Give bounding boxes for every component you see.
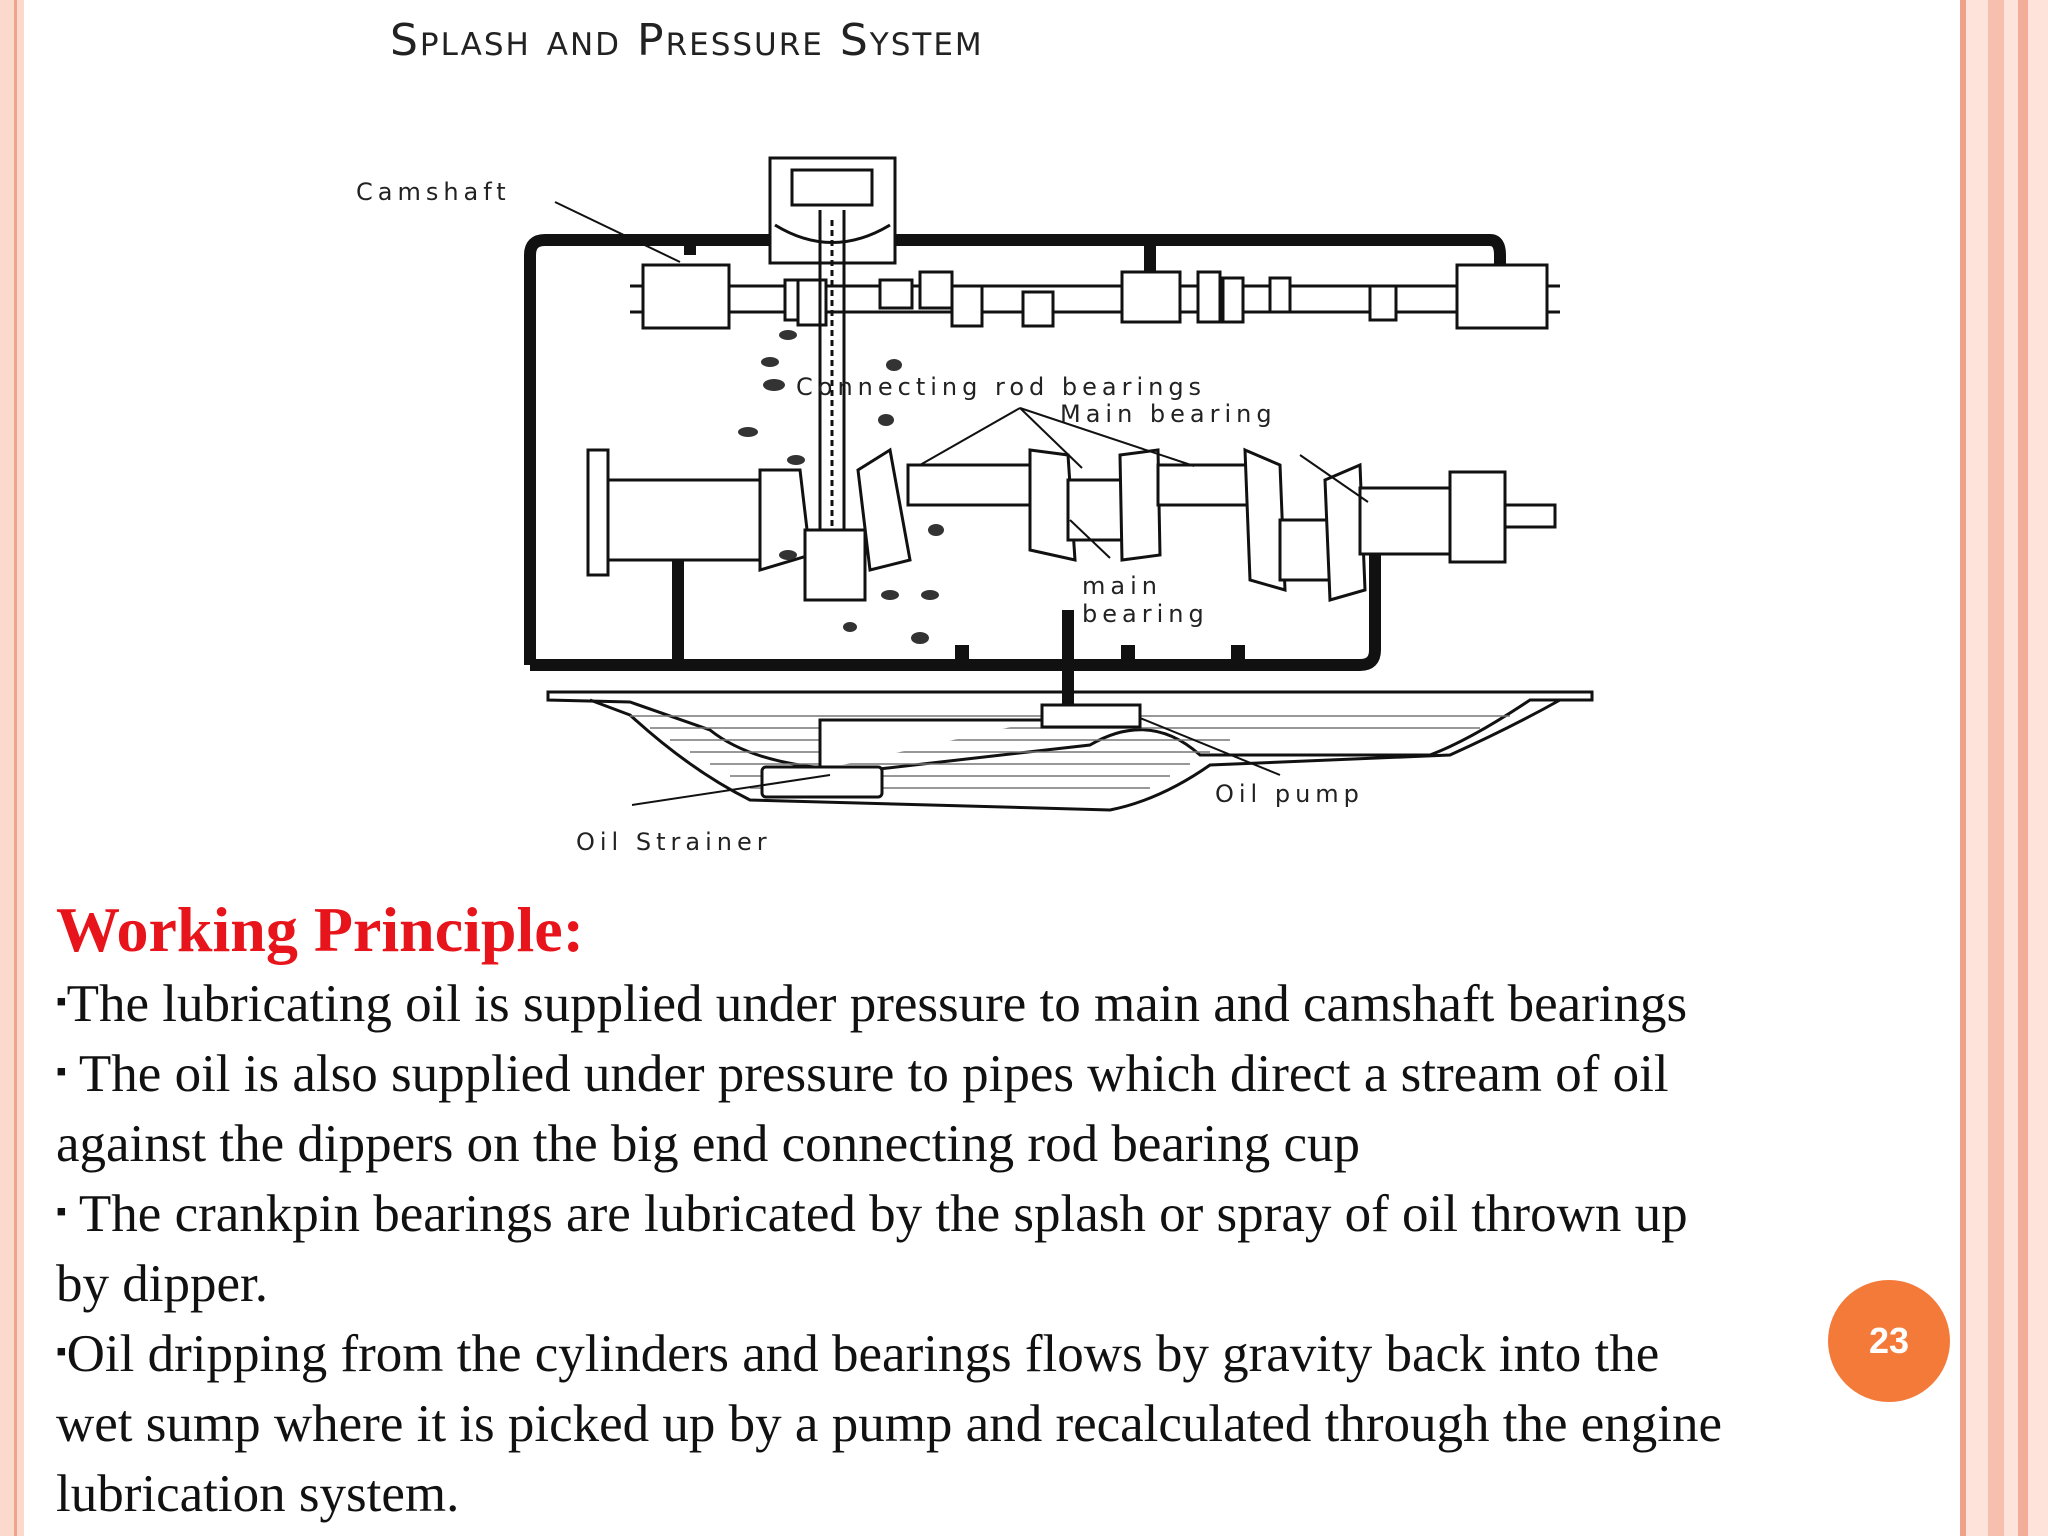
camshaft (630, 263, 1560, 330)
page-number-badge: 23 (1828, 1280, 1950, 1402)
bullet-text: The lubricating oil is supplied under pr… (66, 975, 1688, 1033)
border-stripe (1960, 0, 1966, 1536)
working-principle-section: Working Principle: ▪The lubricating oil … (56, 892, 1856, 1528)
label-connecting-rod-bearings: Connecting rod bearings (796, 373, 1206, 401)
bullet-line: against the dippers on the big end conne… (56, 1108, 1856, 1178)
border-stripe (2018, 0, 2028, 1536)
bullet-text: against the dippers on the big end conne… (56, 1115, 1361, 1173)
border-stripe (1988, 0, 2004, 1536)
right-border-decoration (1960, 0, 2048, 1536)
label-oil-pump: Oil pump (1215, 780, 1364, 808)
bullet-marker: ▪ (56, 1335, 67, 1368)
bullet-marker: ▪ (56, 985, 67, 1018)
oil-drops (738, 330, 944, 644)
bullet-line: by dipper. (56, 1248, 1856, 1318)
bullet-line: ▪The lubricating oil is supplied under p… (56, 968, 1856, 1038)
bullet-text: wet sump where it is picked up by a pump… (56, 1395, 1723, 1453)
diagram-title: Splash and Pressure System (390, 15, 984, 66)
oil-strainer-body (760, 718, 1042, 799)
label-main-bearing-lower: bearing (1082, 600, 1209, 628)
bullet-text: The crankpin bearings are lubricated by … (66, 1185, 1688, 1243)
leader-lines (554, 201, 1369, 806)
piston (768, 156, 897, 540)
bullet-line: lubrication system. (56, 1458, 1856, 1528)
bullet-text: Oil dripping from the cylinders and bear… (66, 1325, 1660, 1383)
bullet-text: by dipper. (56, 1255, 268, 1313)
section-heading: Working Principle: (56, 894, 584, 965)
bullet-line: ▪ The oil is also supplied under pressur… (56, 1038, 1856, 1108)
bullet-text: The oil is also supplied under pressure … (66, 1045, 1669, 1103)
label-camshaft: Camshaft (356, 178, 511, 206)
bullet-marker: ▪ (56, 1195, 67, 1228)
label-oil-strainer: Oil Strainer (576, 828, 772, 856)
crankshaft (586, 447, 1557, 602)
bullet-text: lubrication system. (56, 1465, 460, 1523)
oil-pump-body (1040, 703, 1142, 729)
bullet-line: ▪ The crankpin bearings are lubricated b… (56, 1178, 1856, 1248)
label-main-bearing-upper: Main bearing (1060, 400, 1277, 428)
label-main-bearing-lower: main (1082, 572, 1162, 600)
bullet-marker: ▪ (56, 1055, 67, 1088)
engine-block-frame (524, 234, 1506, 671)
bullet-list: ▪The lubricating oil is supplied under p… (56, 968, 1856, 1528)
left-border-decoration (0, 0, 24, 1536)
bullet-line: wet sump where it is picked up by a pump… (56, 1388, 1856, 1458)
bullet-line: ▪Oil dripping from the cylinders and bea… (56, 1318, 1856, 1388)
lubrication-diagram: Splash and Pressure System (356, 15, 1594, 856)
